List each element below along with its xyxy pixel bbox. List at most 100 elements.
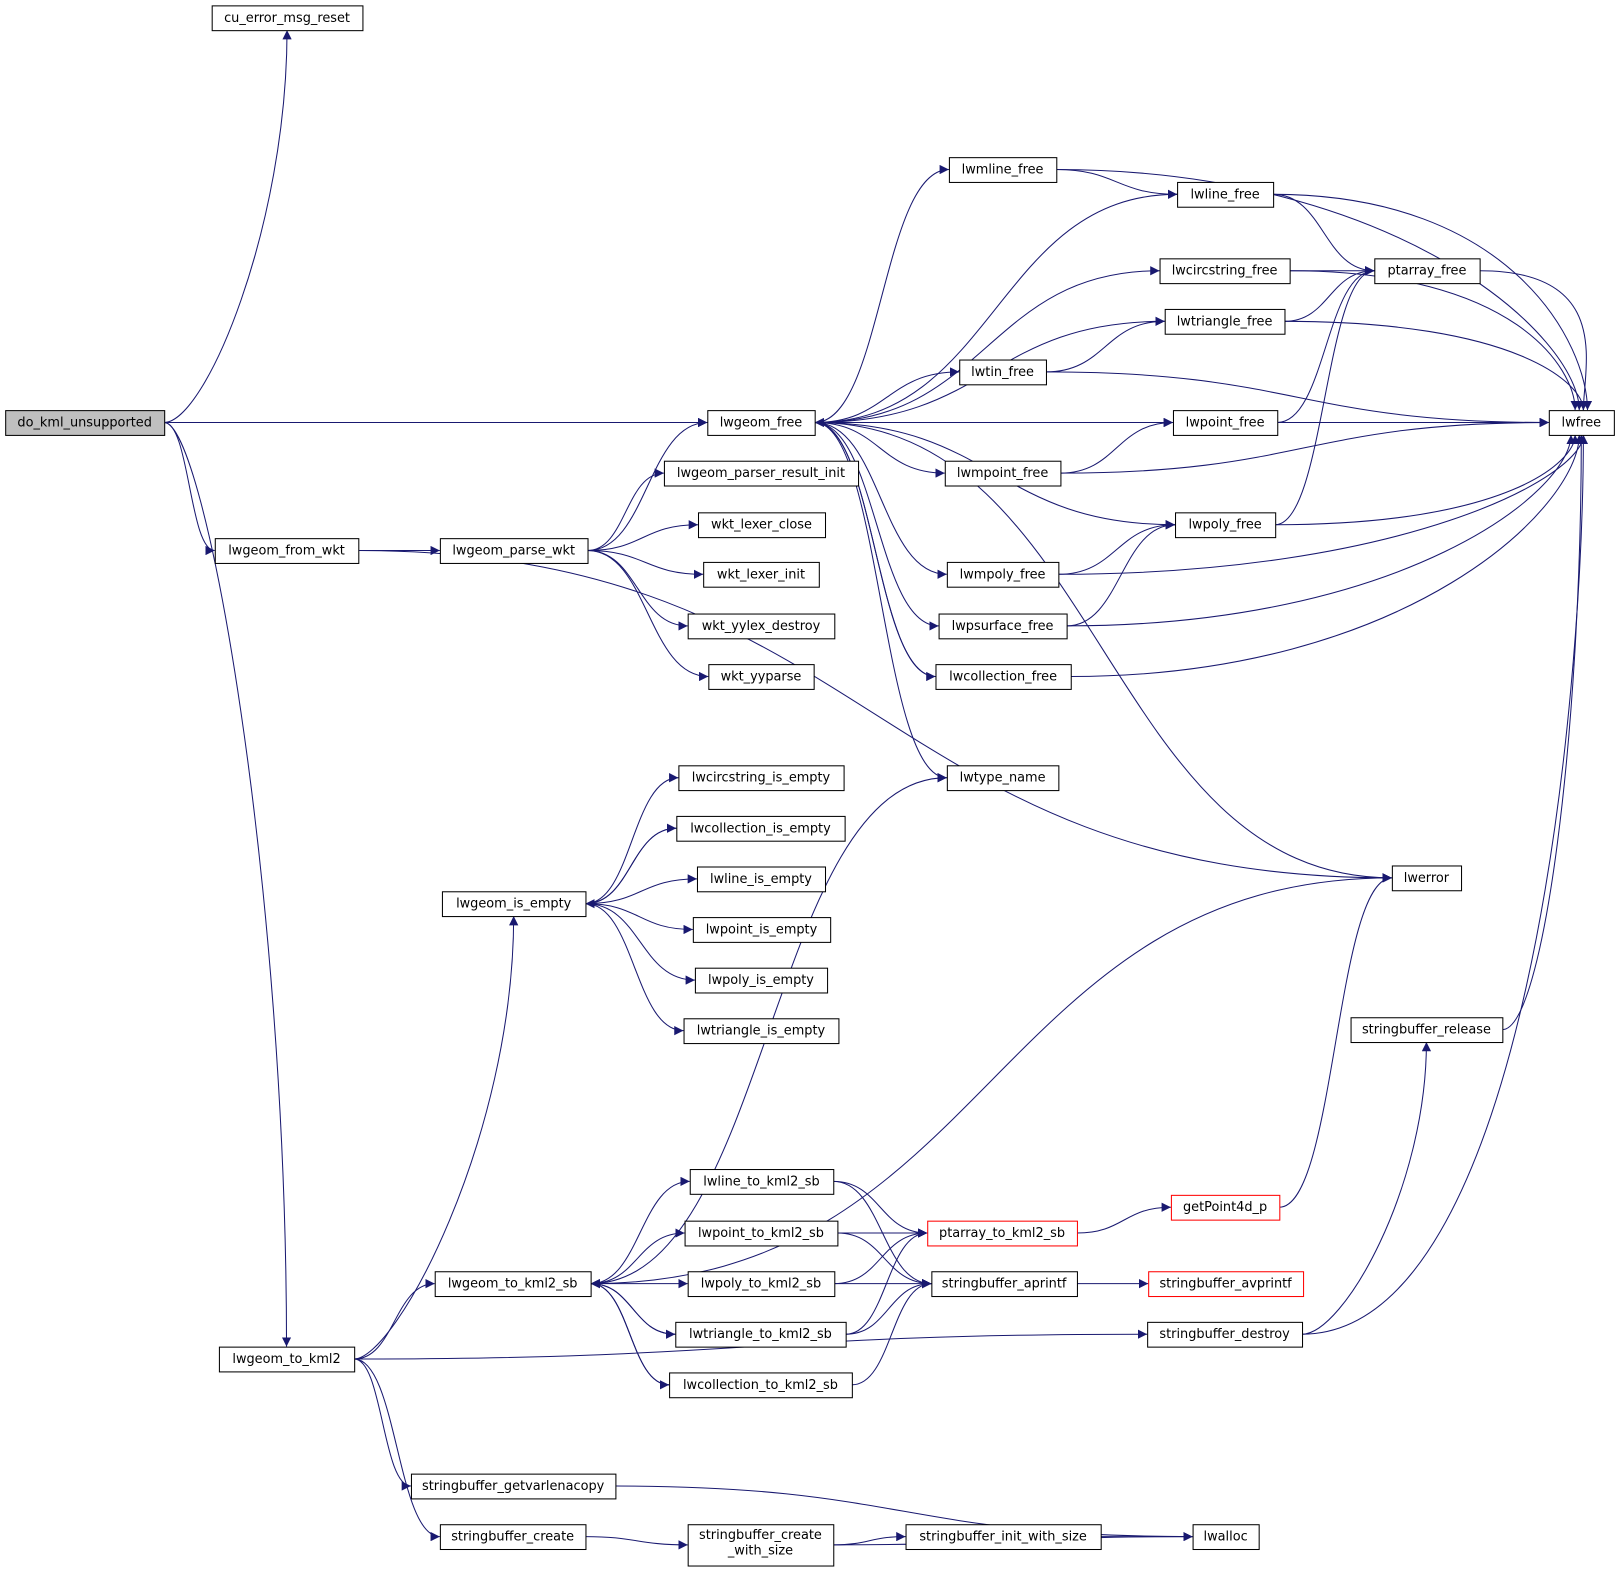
node-lwtriangle_to_kml2_sb[interactable]: lwtriangle_to_kml2_sb: [675, 1321, 847, 1348]
node-lwcollection_to_kml2_sb[interactable]: lwcollection_to_kml2_sb: [669, 1372, 853, 1399]
node-box[interactable]: [697, 512, 827, 539]
node-lwgeom_to_kml2_sb[interactable]: lwgeom_to_kml2_sb: [434, 1271, 592, 1298]
node-box[interactable]: [1548, 410, 1615, 436]
node-box[interactable]: [434, 1271, 592, 1298]
node-box[interactable]: [935, 664, 1072, 690]
node-box[interactable]: [678, 765, 845, 792]
node-box[interactable]: [948, 157, 1058, 183]
node-box[interactable]: [944, 460, 1062, 487]
node-box[interactable]: [708, 664, 815, 690]
node-stringbuffer_destroy[interactable]: stringbuffer_destroy: [1147, 1321, 1304, 1348]
node-box[interactable]: [214, 538, 360, 564]
node-box[interactable]: [707, 410, 816, 436]
node-stringbuffer_release[interactable]: stringbuffer_release: [1350, 1017, 1504, 1044]
node-lwline_is_empty[interactable]: lwline_is_empty: [696, 866, 827, 893]
node-lwtype_name[interactable]: lwtype_name: [946, 765, 1060, 792]
node-lwgeom_free[interactable]: lwgeom_free: [707, 410, 816, 436]
node-box[interactable]: [931, 1271, 1078, 1298]
node-stringbuffer_create[interactable]: stringbuffer_create: [439, 1524, 587, 1551]
node-lwgeom_parser_result_init[interactable]: lwgeom_parser_result_init: [663, 460, 860, 487]
node-lwline_to_kml2_sb[interactable]: lwline_to_kml2_sb: [689, 1169, 835, 1195]
node-box[interactable]: [410, 1473, 617, 1500]
node-box[interactable]: [1175, 512, 1277, 539]
node-box[interactable]: [938, 613, 1068, 640]
node-stringbuffer_avprintf[interactable]: stringbuffer_avprintf: [1148, 1271, 1305, 1298]
node-box[interactable]: [692, 917, 832, 943]
node-do_kml_unsupported[interactable]: do_kml_unsupported: [5, 410, 166, 436]
node-lwgeom_is_empty[interactable]: lwgeom_is_empty: [441, 891, 587, 918]
node-ptarray_free[interactable]: ptarray_free: [1374, 258, 1481, 285]
node-wkt_yylex_destroy[interactable]: wkt_yylex_destroy: [687, 613, 836, 640]
node-box[interactable]: [946, 561, 1060, 588]
node-lwtriangle_free[interactable]: lwtriangle_free: [1164, 308, 1286, 335]
node-box[interactable]: [694, 967, 829, 994]
node-box[interactable]: [1164, 308, 1286, 335]
node-lwpsurface_free[interactable]: lwpsurface_free: [938, 613, 1068, 640]
node-box[interactable]: [687, 1271, 836, 1298]
node-box[interactable]: [1177, 181, 1275, 208]
node-box[interactable]: [5, 410, 166, 436]
node-lwmpoint_free[interactable]: lwmpoint_free: [944, 460, 1062, 487]
node-box[interactable]: [1159, 258, 1291, 285]
node-lwgeom_to_kml2[interactable]: lwgeom_to_kml2: [218, 1346, 356, 1373]
node-lwmpoly_free[interactable]: lwmpoly_free: [946, 561, 1060, 588]
node-getPoint4d_p[interactable]: getPoint4d_p: [1170, 1194, 1281, 1221]
node-wkt_yyparse[interactable]: wkt_yyparse: [708, 664, 815, 690]
node-box[interactable]: [683, 1018, 840, 1045]
node-lwpoint_to_kml2_sb[interactable]: lwpoint_to_kml2_sb: [684, 1220, 839, 1247]
node-lwcircstring_free[interactable]: lwcircstring_free: [1159, 258, 1291, 285]
node-box[interactable]: [946, 765, 1060, 792]
node-box[interactable]: [1147, 1321, 1304, 1348]
node-lwpoint_is_empty[interactable]: lwpoint_is_empty: [692, 917, 832, 943]
node-box[interactable]: [687, 613, 836, 640]
node-lwcircstring_is_empty[interactable]: lwcircstring_is_empty: [678, 765, 845, 792]
node-box[interactable]: [1374, 258, 1481, 285]
node-lwfree[interactable]: lwfree: [1548, 410, 1615, 436]
node-box[interactable]: [663, 460, 860, 487]
node-cu_error_msg_reset[interactable]: cu_error_msg_reset: [211, 5, 364, 32]
node-box[interactable]: [1350, 1017, 1504, 1044]
node-box[interactable]: [669, 1372, 853, 1399]
node-lwalloc[interactable]: lwalloc: [1192, 1524, 1260, 1551]
node-wkt_lexer_close[interactable]: wkt_lexer_close: [697, 512, 827, 539]
node-box[interactable]: [439, 1524, 587, 1551]
node-box[interactable]: [696, 866, 827, 893]
node-lwpoly_free[interactable]: lwpoly_free: [1175, 512, 1277, 539]
node-box[interactable]: [439, 538, 589, 564]
node-box[interactable]: [684, 1220, 839, 1247]
node-lwpoint_free[interactable]: lwpoint_free: [1172, 410, 1279, 436]
node-lwerror[interactable]: lwerror: [1391, 865, 1463, 892]
node-box[interactable]: [703, 561, 820, 588]
node-box[interactable]: [1148, 1271, 1305, 1298]
node-stringbuffer_getvarlenacopy[interactable]: stringbuffer_getvarlenacopy: [410, 1473, 617, 1500]
node-box[interactable]: [687, 1524, 835, 1567]
node-wkt_lexer_init[interactable]: wkt_lexer_init: [703, 561, 820, 588]
node-box[interactable]: [905, 1524, 1102, 1551]
node-box[interactable]: [1192, 1524, 1260, 1551]
node-box[interactable]: [689, 1169, 835, 1195]
node-box[interactable]: [1172, 410, 1279, 436]
node-lwcollection_free[interactable]: lwcollection_free: [935, 664, 1072, 690]
node-box[interactable]: [1391, 865, 1463, 892]
node-lwtin_free[interactable]: lwtin_free: [959, 359, 1047, 386]
node-box[interactable]: [959, 359, 1047, 386]
node-box[interactable]: [675, 1321, 847, 1348]
node-lwgeom_from_wkt[interactable]: lwgeom_from_wkt: [214, 538, 360, 564]
node-lwpoly_is_empty[interactable]: lwpoly_is_empty: [694, 967, 829, 994]
node-stringbuffer_aprintf[interactable]: stringbuffer_aprintf: [931, 1271, 1078, 1298]
node-ptarray_to_kml2_sb[interactable]: ptarray_to_kml2_sb: [927, 1220, 1078, 1247]
node-box[interactable]: [441, 891, 587, 918]
node-box[interactable]: [927, 1220, 1078, 1247]
node-box[interactable]: [218, 1346, 356, 1373]
node-stringbuffer_create_with_size[interactable]: stringbuffer_create_with_size: [687, 1524, 835, 1567]
node-lwtriangle_is_empty[interactable]: lwtriangle_is_empty: [683, 1018, 840, 1045]
node-lwpoly_to_kml2_sb[interactable]: lwpoly_to_kml2_sb: [687, 1271, 836, 1298]
node-lwmline_free[interactable]: lwmline_free: [948, 157, 1058, 183]
node-lwcollection_is_empty[interactable]: lwcollection_is_empty: [676, 815, 846, 842]
node-lwgeom_parse_wkt[interactable]: lwgeom_parse_wkt: [439, 538, 589, 564]
node-box[interactable]: [676, 815, 846, 842]
node-box[interactable]: [211, 5, 364, 32]
node-lwline_free[interactable]: lwline_free: [1177, 181, 1275, 208]
node-box[interactable]: [1170, 1194, 1281, 1221]
node-stringbuffer_init_with_size[interactable]: stringbuffer_init_with_size: [905, 1524, 1102, 1551]
